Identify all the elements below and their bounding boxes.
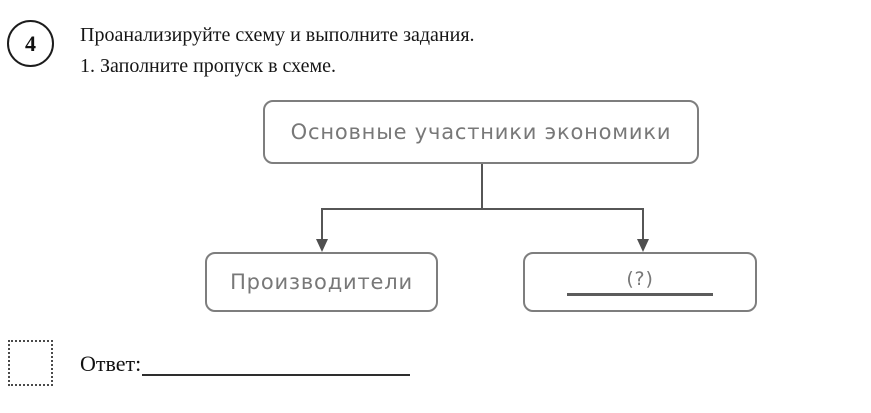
diagram-node-blank: (?) [523,252,757,312]
diagram-node-label: Производители [230,270,413,294]
diagram-root-label: Основные участники экономики [290,120,672,144]
diagram-blank-underline[interactable] [567,293,713,296]
arrow-down-icon [637,239,649,252]
diagram-root-node: Основные участники экономики [263,100,699,164]
connector-root-stem [481,164,483,209]
task-number-badge: 4 [7,20,54,67]
answer-checkbox-square[interactable] [8,340,53,386]
connector-right-stem [642,208,644,241]
answer-blank-line[interactable] [142,374,410,376]
diagram-node-producers: Производители [205,252,438,312]
answer-label: Ответ: [80,351,142,376]
task-instruction: Проанализируйте схему и выполните задани… [80,24,475,46]
arrow-down-icon [316,239,328,252]
connector-left-stem [321,208,323,241]
diagram-blank-label: (?) [626,268,654,290]
subtask-1-text: 1. Заполните пропуск в схеме. [80,55,337,77]
connector-horizontal-bar [321,208,644,210]
